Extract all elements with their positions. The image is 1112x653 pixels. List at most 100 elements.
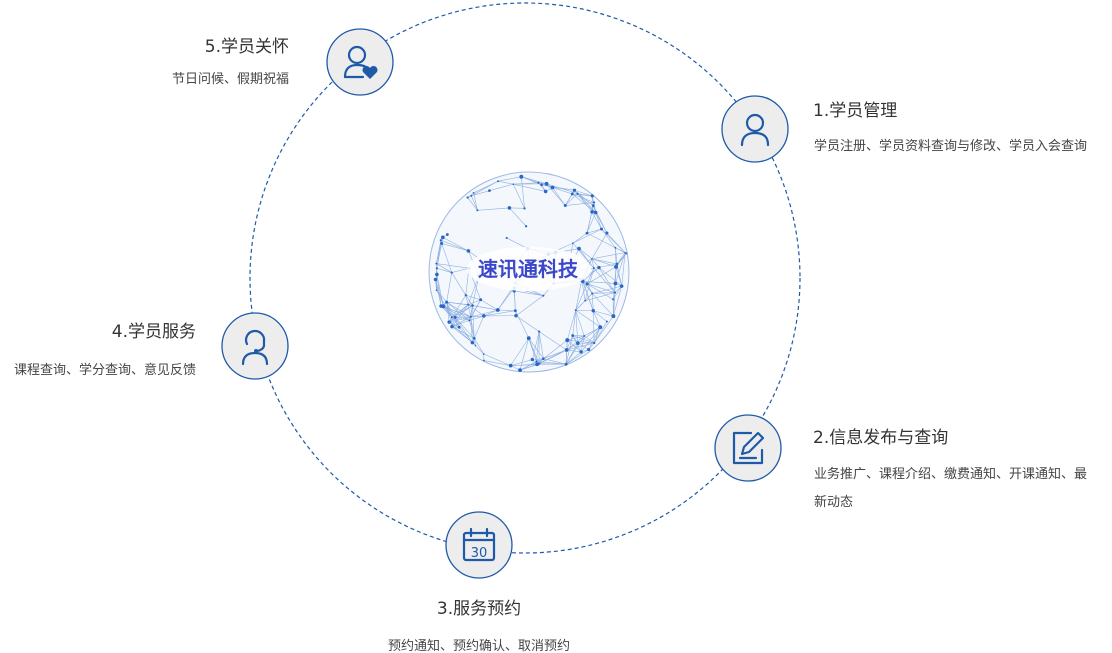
- network-link: [483, 310, 516, 317]
- network-node: [579, 350, 583, 354]
- network-node: [590, 194, 594, 198]
- network-node: [474, 344, 477, 347]
- network-link: [586, 202, 595, 234]
- network-node: [611, 314, 616, 319]
- network-link: [552, 187, 575, 191]
- network-link: [528, 338, 537, 362]
- network-node: [467, 303, 470, 306]
- network-node: [512, 183, 515, 185]
- network-link: [515, 315, 540, 332]
- node-icon-circle: [714, 414, 782, 482]
- network-link: [593, 321, 608, 344]
- network-link: [449, 316, 471, 323]
- network-link: [572, 193, 593, 197]
- network-node: [479, 298, 483, 302]
- network-node: [613, 291, 617, 294]
- network-node: [453, 315, 457, 319]
- network-link: [468, 304, 485, 317]
- network-node: [440, 241, 444, 245]
- network-node: [599, 227, 604, 231]
- node-desc: 课程查询、学分查询、意见反馈: [14, 362, 196, 378]
- node-desc: 新动态: [814, 494, 853, 510]
- network-link: [473, 338, 484, 355]
- network-node: [466, 249, 471, 253]
- network-node: [619, 284, 624, 288]
- network-node: [583, 335, 586, 337]
- network-link: [586, 232, 616, 249]
- network-link: [451, 304, 469, 318]
- network-node: [513, 309, 517, 313]
- network-link: [615, 266, 617, 284]
- network-node: [576, 192, 579, 195]
- network-link: [436, 263, 469, 269]
- network-link: [470, 299, 481, 318]
- network-link: [538, 331, 567, 351]
- network-node: [593, 210, 598, 215]
- network-node: [433, 277, 438, 282]
- network-link: [532, 358, 544, 360]
- network-node: [457, 325, 461, 329]
- network-link: [567, 335, 585, 341]
- network-node: [597, 265, 601, 270]
- network-link: [436, 274, 444, 307]
- network-link: [575, 309, 594, 312]
- network-node: [466, 196, 469, 199]
- node-student-care: 5.学员关怀 节日问候、假期祝福: [172, 28, 394, 96]
- network-link: [552, 187, 573, 195]
- network-node: [538, 330, 541, 333]
- network-node: [450, 316, 453, 319]
- network-link: [612, 285, 622, 300]
- network-link: [528, 337, 544, 359]
- edit-document-icon: [732, 431, 765, 465]
- network-node: [585, 282, 589, 286]
- network-node: [577, 246, 581, 251]
- network-link: [451, 267, 469, 273]
- network-node: [572, 188, 577, 192]
- network-link: [454, 317, 473, 343]
- network-link: [591, 258, 618, 265]
- network-node: [591, 257, 593, 260]
- network-link: [575, 310, 585, 337]
- network-link: [451, 305, 473, 318]
- network-node: [544, 181, 549, 186]
- network-link: [575, 309, 601, 328]
- network-link: [436, 289, 447, 303]
- network-link: [572, 232, 588, 244]
- network-node: [590, 210, 594, 214]
- network-link: [469, 315, 484, 321]
- network-node: [584, 299, 586, 302]
- network-link: [592, 310, 595, 344]
- headset-user-icon: [241, 329, 269, 366]
- network-link: [584, 268, 595, 301]
- network-node: [542, 357, 545, 361]
- network-node: [593, 341, 596, 345]
- network-node: [615, 262, 619, 266]
- node-desc: 节日问候、假期祝福: [172, 72, 289, 87]
- network-link: [586, 266, 617, 285]
- network-link: [613, 283, 616, 317]
- network-node: [598, 325, 603, 330]
- network-link: [483, 353, 511, 366]
- network-node: [445, 233, 449, 236]
- network-node: [526, 336, 531, 341]
- network-link: [510, 337, 529, 366]
- network-node: [592, 201, 596, 204]
- network-link: [498, 180, 514, 185]
- network-link: [546, 183, 566, 206]
- network-link: [567, 339, 582, 353]
- network-link: [615, 252, 626, 284]
- network-link: [442, 237, 469, 252]
- network-link: [575, 279, 583, 311]
- network-node: [624, 251, 626, 254]
- network-node: [518, 368, 522, 373]
- network-node: [571, 334, 575, 337]
- network-link: [598, 267, 616, 293]
- network-node: [439, 304, 444, 308]
- network-node: [468, 319, 471, 322]
- network-node: [447, 320, 451, 324]
- network-link: [592, 292, 615, 294]
- network-link: [538, 331, 544, 359]
- network-link: [613, 286, 622, 317]
- network-node: [564, 362, 568, 366]
- network-node: [550, 185, 555, 190]
